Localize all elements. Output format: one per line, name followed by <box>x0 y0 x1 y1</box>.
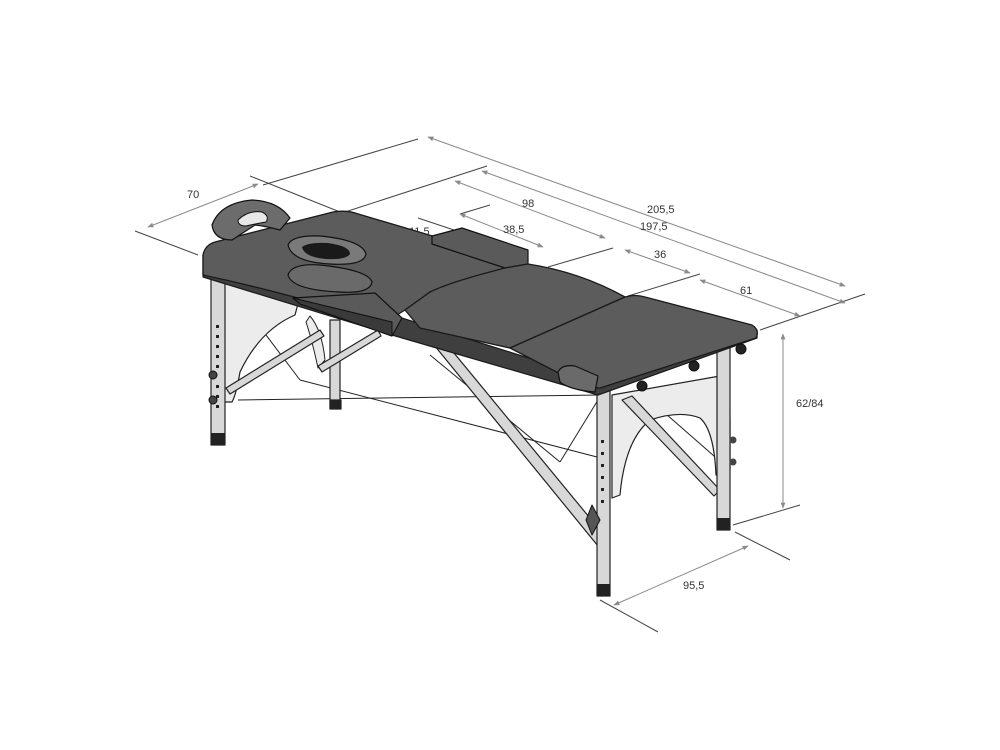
foot-cushion <box>557 365 599 393</box>
dim-label-head-length: 98 <box>522 198 534 210</box>
leg-head-near <box>208 274 226 446</box>
dim-label-height: 62/84 <box>796 398 824 410</box>
brace-head <box>225 329 382 395</box>
leg-foot-near <box>585 389 611 597</box>
side-panel-head-inner <box>305 315 326 369</box>
pad-middle <box>404 263 626 349</box>
dim-label-depth: 95,5 <box>683 580 704 592</box>
armrest <box>292 292 403 337</box>
face-pillow <box>287 264 373 293</box>
massage-table <box>202 199 758 597</box>
dimension-lines <box>147 136 846 606</box>
dim-label-table-length: 197,5 <box>640 221 668 233</box>
dim-label-armrest: 38,5 <box>503 224 524 236</box>
dim-label-61: 61 <box>740 285 752 297</box>
side-hooks <box>636 343 747 392</box>
leg-foot-far <box>716 344 737 531</box>
dim-label-total-length: 205,5 <box>647 204 675 216</box>
side-panel-head <box>217 281 301 403</box>
dim-label-36: 36 <box>654 249 666 261</box>
face-cradle <box>211 199 291 241</box>
face-hole <box>287 235 367 265</box>
dim-label-width: 70 <box>187 189 199 201</box>
